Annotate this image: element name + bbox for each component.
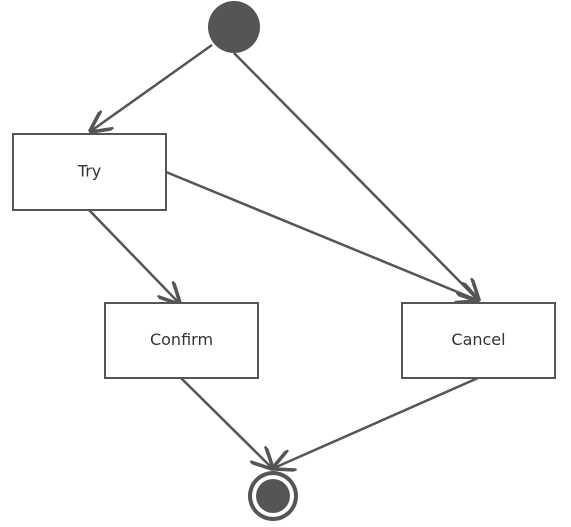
edge-try-to-cancel [165,170,477,300]
edge-try-to-confirm [88,209,179,303]
action-node-confirm-label: Confirm [150,330,213,349]
action-node-try-box [12,133,167,211]
action-node-cancel-box [401,302,556,379]
action-node-cancel: Cancel [401,302,556,379]
final-node [248,471,298,521]
edges [88,43,479,468]
action-node-cancel-label: Cancel [451,330,505,349]
edge-start-to-try [91,43,213,131]
action-node-confirm-box [104,302,259,379]
action-node-try-label: Try [77,162,101,181]
edge-start-to-cancel [233,52,478,300]
action-node-confirm: Confirm [104,302,259,379]
edge-confirm-to-end [180,377,272,468]
initial-node [208,1,260,53]
action-node-try: Try [12,133,167,211]
final-node-core [256,479,290,513]
edge-cancel-to-end [274,376,479,468]
